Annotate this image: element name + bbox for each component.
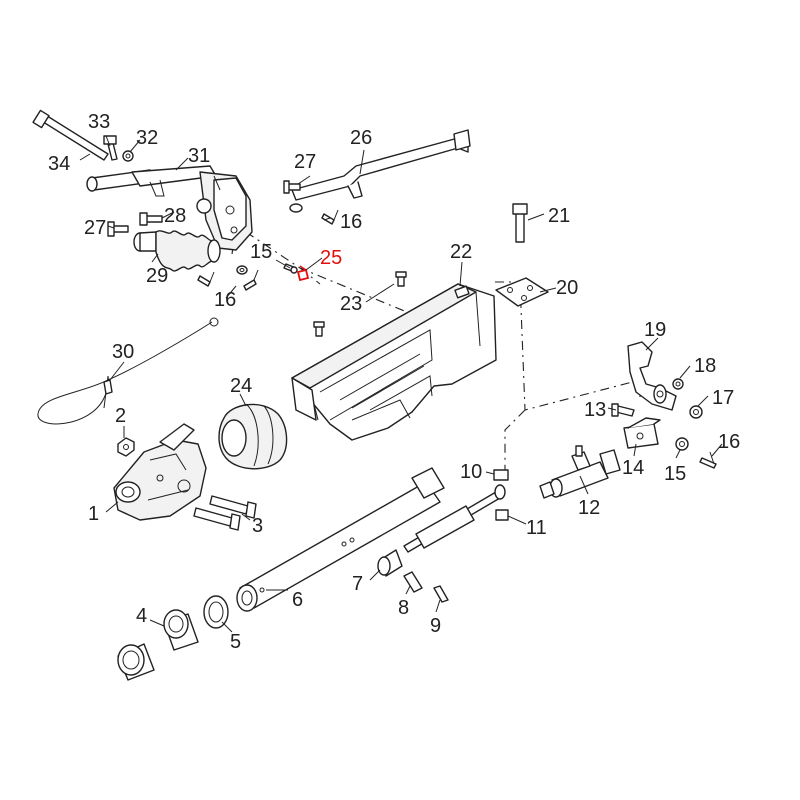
callout-26: 26 — [350, 127, 372, 149]
callout-14: 14 — [622, 457, 644, 479]
part-23-bolt — [313, 321, 325, 337]
callout-9: 9 — [430, 615, 441, 637]
callout-20: 20 — [556, 277, 578, 299]
part-2-nut — [117, 437, 135, 457]
part-25-clip — [296, 265, 310, 282]
callout-28: 28 — [164, 205, 186, 227]
part-30-cable — [37, 317, 219, 425]
part-19-lever-arm — [627, 341, 677, 411]
part-4-bushing — [163, 609, 199, 651]
part-21-long-bolt — [512, 203, 528, 243]
callout-17: 17 — [712, 387, 734, 409]
part-32-nut — [122, 150, 134, 162]
callout-27: 27 — [294, 151, 316, 173]
callout-labels: 1 2 3 4 5 6 7 8 9 10 11 12 13 14 15 15 1… — [48, 111, 740, 653]
washer — [236, 265, 248, 275]
callout-7: 7 — [352, 573, 363, 595]
callout-16: 16 — [718, 431, 740, 453]
callout-25: 25 — [320, 247, 342, 269]
part-33-bolt — [103, 135, 118, 161]
part-18-nut — [672, 378, 684, 390]
part-16-split-pin — [321, 209, 339, 225]
callout-30: 30 — [112, 341, 134, 363]
part-3-bolt — [209, 495, 257, 519]
callout-22: 22 — [450, 241, 472, 263]
part-16-split-pin — [699, 451, 717, 469]
part-11-bracket — [495, 509, 509, 521]
part-24-rubber-boot — [218, 403, 288, 470]
callout-12: 12 — [578, 497, 600, 519]
part-4-bushing — [117, 643, 155, 681]
part-16-split-pin — [243, 269, 259, 291]
part-6-drawbar-tube — [236, 467, 445, 612]
part-28-bolt — [139, 212, 163, 226]
callout-13: 13 — [584, 399, 606, 421]
part-31-brake-lever — [86, 165, 253, 251]
part-5-ring — [203, 595, 229, 629]
callout-19: 19 — [644, 319, 666, 341]
part-23-bolt — [395, 271, 407, 287]
part-8-pin — [403, 571, 423, 593]
callout-33: 33 — [88, 111, 110, 133]
callout-15: 15 — [664, 463, 686, 485]
part-26-brake-rod — [289, 129, 471, 213]
callout-5: 5 — [230, 631, 241, 653]
part-27-bolt — [107, 221, 129, 237]
callout-21: 21 — [548, 205, 570, 227]
callout-32: 32 — [136, 127, 158, 149]
callout-1: 1 — [88, 503, 99, 525]
callout-16: 16 — [340, 211, 362, 233]
part-10-bracket — [493, 469, 509, 481]
part-16-split-pin — [197, 271, 215, 287]
callout-29: 29 — [146, 265, 168, 287]
callout-8: 8 — [398, 597, 409, 619]
part-7-rod-end — [377, 549, 403, 577]
part-1-coupling-head — [113, 423, 207, 521]
leader-lines — [79, 135, 723, 633]
callout-6: 6 — [292, 589, 303, 611]
callout-15: 15 — [250, 241, 272, 263]
part-12-damper — [539, 445, 621, 499]
callout-3: 3 — [252, 515, 263, 537]
part-34-long-pin — [32, 109, 109, 161]
callout-23: 23 — [340, 293, 362, 315]
callout-18: 18 — [694, 355, 716, 377]
part-22-drawbar-housing — [291, 283, 497, 441]
callout-2: 2 — [115, 405, 126, 427]
part-damper-rod — [403, 484, 506, 553]
callout-27: 27 — [84, 217, 106, 239]
part-9-pin — [433, 585, 449, 603]
part-15-washer — [675, 437, 689, 451]
part-14-clevis — [623, 417, 661, 449]
callout-31: 31 — [188, 145, 210, 167]
part-3-bolt — [193, 507, 241, 531]
part-20-plate — [495, 277, 549, 307]
callout-24: 24 — [230, 375, 252, 397]
callout-4: 4 — [136, 605, 147, 627]
callout-16: 16 — [214, 289, 236, 311]
callout-34: 34 — [48, 153, 70, 175]
part-29-spring-bellows — [133, 230, 221, 272]
callout-10: 10 — [460, 461, 482, 483]
callout-11: 11 — [526, 517, 547, 539]
part-17-nut — [689, 405, 703, 419]
part-27-bolt — [283, 180, 301, 194]
